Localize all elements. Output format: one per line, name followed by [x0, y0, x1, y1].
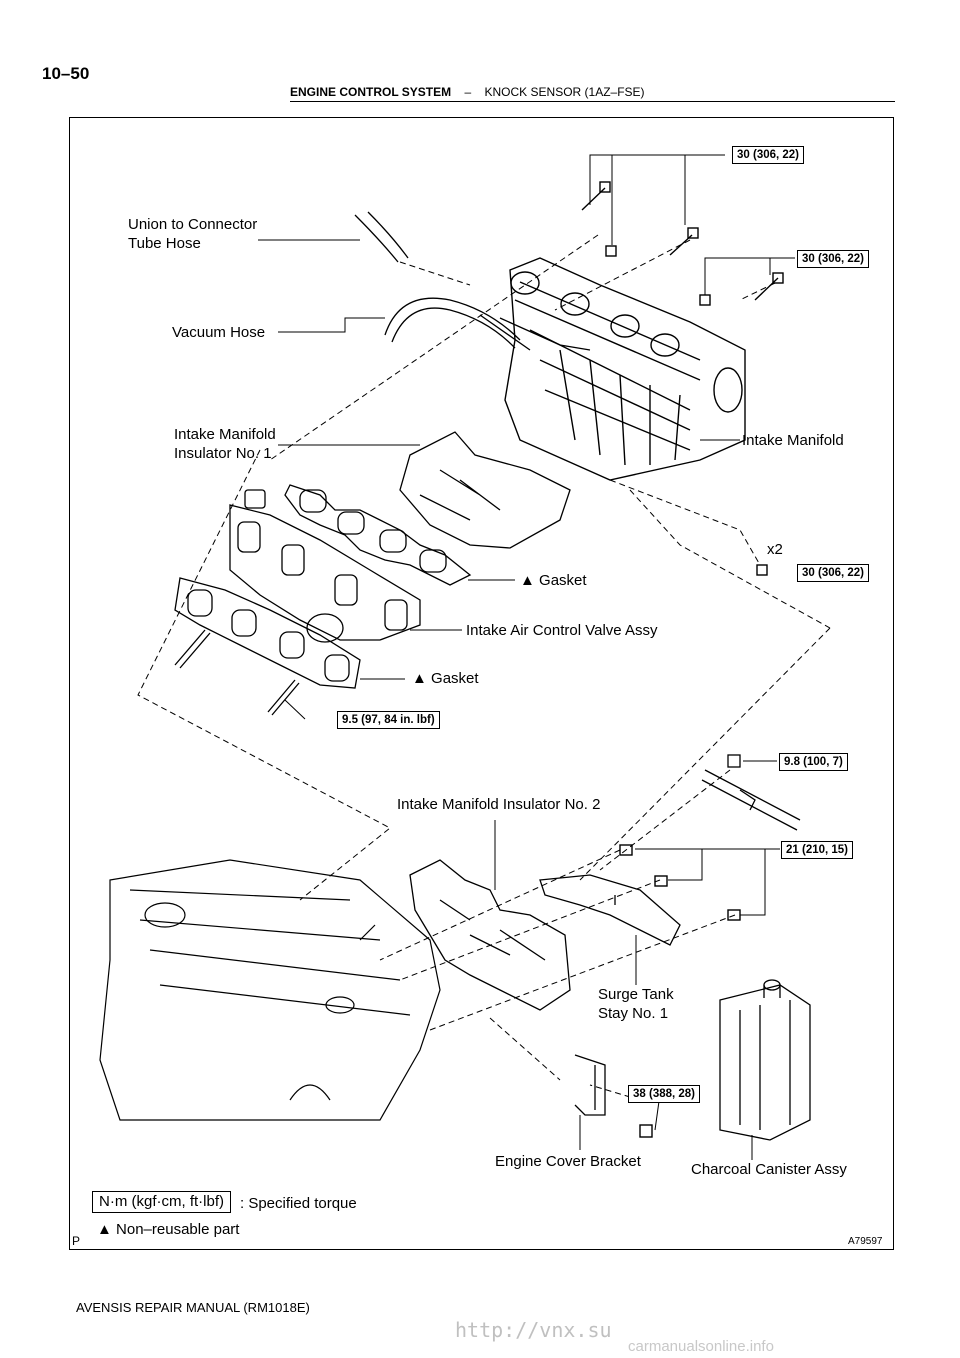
running-header: ENGINE CONTROL SYSTEM – KNOCK SENSOR (1A…	[290, 85, 645, 99]
gasket-lower	[174, 577, 361, 689]
torque-box-5: 9.8 (100, 7)	[779, 753, 848, 771]
label-insulator1-line1: Intake Manifold	[174, 426, 276, 443]
label-surge-tank-stay: Surge Tank Stay No. 1	[598, 985, 674, 1023]
header-topic: KNOCK SENSOR (1AZ–FSE)	[484, 85, 645, 99]
p-mark: P	[72, 1234, 81, 1248]
intake-air-control-valve	[229, 489, 421, 643]
label-leaders	[258, 239, 753, 1160]
label-gasket-upper: ▲ Gasket	[520, 571, 587, 590]
non-reusable-triangle-icon: ▲	[412, 670, 427, 687]
label-union-line2: Tube Hose	[128, 235, 201, 252]
watermark-site[interactable]: carmanualsonline.info	[628, 1338, 774, 1355]
torque-box-7: 38 (388, 28)	[628, 1085, 701, 1103]
label-gasket-upper-text: Gasket	[539, 572, 587, 589]
label-intake-manifold: Intake Manifold	[742, 432, 844, 449]
watermark-url[interactable]: http://vnx.su	[455, 1318, 612, 1342]
label-intake-manifold-insulator-1: Intake Manifold Insulator No. 1	[174, 425, 276, 463]
torque-box-3: 30 (306, 22)	[797, 564, 870, 582]
label-intake-air-control-valve: Intake Air Control Valve Assy	[466, 622, 658, 639]
page-number: 10–50	[42, 64, 90, 83]
label-engine-cover-bracket: Engine Cover Bracket	[495, 1153, 641, 1170]
label-surge-line2: Stay No. 1	[598, 1005, 669, 1022]
label-surge-line1: Surge Tank	[598, 986, 674, 1003]
stud-right	[267, 679, 300, 716]
engine-cover-bracket	[574, 1054, 606, 1116]
footer-manual-name: AVENSIS REPAIR MANUAL (RM1018E)	[76, 1300, 310, 1315]
vacuum-hose	[384, 297, 521, 349]
bracket-bolt	[639, 1124, 653, 1138]
label-gasket-lower-text: Gasket	[431, 670, 479, 687]
header-separator: –	[464, 85, 472, 99]
label-gasket-lower: ▲ Gasket	[412, 669, 479, 688]
label-charcoal-canister: Charcoal Canister Assy	[691, 1161, 847, 1178]
figure-frame	[69, 117, 894, 1250]
non-reusable-triangle-icon: ▲	[97, 1221, 112, 1238]
non-reusable-triangle-icon: ▲	[520, 572, 535, 589]
legend-torque-desc: : Specified torque	[240, 1195, 357, 1212]
surge-tank-stay	[539, 874, 681, 946]
bolts-top	[581, 181, 784, 576]
bolts-middle	[619, 844, 741, 921]
union-hose	[354, 211, 409, 263]
assembly-dashed-lines	[137, 234, 831, 1101]
figure-id: A79597	[848, 1236, 883, 1247]
torque-leaders	[284, 154, 795, 1131]
label-union-to-connector: Union to Connector Tube Hose	[128, 215, 257, 253]
gasket-upper	[284, 484, 472, 586]
torque-box-6: 21 (210, 15)	[781, 841, 854, 859]
label-vacuum-hose: Vacuum Hose	[172, 324, 266, 341]
intake-manifold-insulator-2	[409, 859, 571, 1011]
intake-manifold	[504, 257, 746, 481]
header-section: ENGINE CONTROL SYSTEM	[290, 85, 452, 99]
label-intake-manifold-insulator-2: Intake Manifold Insulator No. 2	[397, 796, 601, 813]
torque-box-4: 9.5 (97, 84 in. lbf)	[337, 711, 440, 729]
harness-clamp	[701, 754, 801, 831]
torque-box-2: 30 (306, 22)	[797, 250, 870, 268]
intake-manifold-insulator-1	[399, 431, 571, 549]
legend-non-reusable: ▲ Non–reusable part	[97, 1220, 239, 1239]
legend-non-reusable-text: Non–reusable part	[116, 1221, 240, 1238]
stud-left	[174, 629, 211, 669]
label-union-line1: Union to Connector	[128, 216, 258, 233]
label-x2: x2	[767, 541, 783, 558]
torque-box-1: 30 (306, 22)	[732, 146, 805, 164]
header-rule	[290, 101, 895, 102]
engine-block	[99, 859, 441, 1121]
legend-torque-unit-box: N·m (kgf·cm, ft·lbf)	[92, 1191, 231, 1213]
label-insulator1-line2: Insulator No. 1	[174, 445, 272, 462]
charcoal-canister	[719, 979, 811, 1141]
